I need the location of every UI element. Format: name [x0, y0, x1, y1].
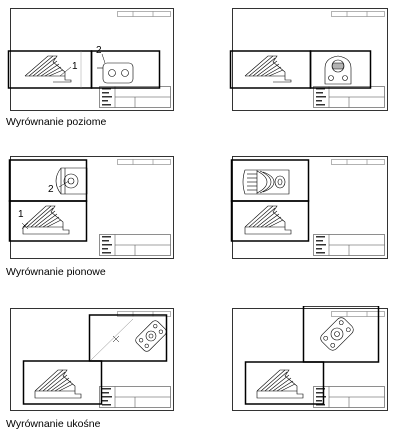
- viewport-bottom[interactable]: [230, 200, 310, 242]
- revision-block: [331, 159, 385, 165]
- bracket-side-view: [244, 55, 292, 83]
- bracket-side-view: [256, 369, 304, 399]
- sheet-diagonal-before: [5, 306, 175, 413]
- drawing-sheet: 1 2: [7, 8, 174, 111]
- revision-block: [117, 159, 171, 165]
- bracket-top-view: [55, 167, 88, 195]
- sheet-horizontal-after: [227, 6, 397, 113]
- bracket-side-view: [244, 205, 292, 235]
- sheet-border: [10, 308, 174, 411]
- viewport-top-right[interactable]: [302, 306, 380, 363]
- bracket-side-view: [22, 205, 70, 235]
- drawing-sheet: [232, 306, 388, 411]
- drawing-sheet: [10, 308, 174, 411]
- bracket-rotated-view-aligned: [320, 317, 354, 351]
- revision-block: [117, 11, 171, 17]
- sheet-vertical-before: 2 1: [5, 154, 175, 261]
- sheet-border: [232, 156, 388, 259]
- viewport-bottom-left[interactable]: [22, 360, 103, 405]
- sheet-border: [10, 156, 174, 259]
- drawing-sheet: 2 1: [8, 156, 174, 259]
- diagonal-alignment-line: [90, 318, 134, 361]
- callout-1: 1: [72, 61, 78, 72]
- viewport-top-right[interactable]: [88, 314, 168, 362]
- viewport-bottom-left[interactable]: [244, 361, 325, 405]
- callout-1: 1: [18, 209, 24, 220]
- callout-2: 2: [96, 45, 102, 56]
- callout-2: 2: [48, 184, 54, 195]
- alignment-point-marker: [21, 222, 29, 230]
- sheet-horizontal-before: 1 2: [5, 6, 175, 113]
- alignment-point-marker: [112, 335, 120, 343]
- caption-diagonal: Wyrównanie ukośne: [6, 418, 101, 430]
- caption-vertical: Wyrównanie pionowe: [6, 266, 106, 278]
- viewport-bottom[interactable]: [8, 200, 88, 242]
- viewport-right[interactable]: [90, 50, 161, 89]
- sheet-vertical-after: [227, 154, 397, 261]
- revision-block: [331, 311, 385, 317]
- bracket-front-view: [97, 62, 134, 84]
- bracket-top-view-aligned: [242, 169, 290, 195]
- bracket-side-view: [34, 369, 82, 399]
- bracket-rotated-view: [135, 320, 167, 352]
- revision-block: [331, 11, 385, 17]
- sheet-border: [232, 308, 388, 411]
- revision-block: [117, 311, 171, 317]
- sheet-diagonal-after: [227, 306, 397, 413]
- viewport-right[interactable]: [309, 50, 372, 89]
- drawing-sheet: [230, 156, 388, 259]
- caption-horizontal: Wyrównanie poziome: [6, 116, 107, 128]
- bracket-front-view-aligned: [324, 55, 352, 85]
- drawing-sheet: [229, 8, 388, 111]
